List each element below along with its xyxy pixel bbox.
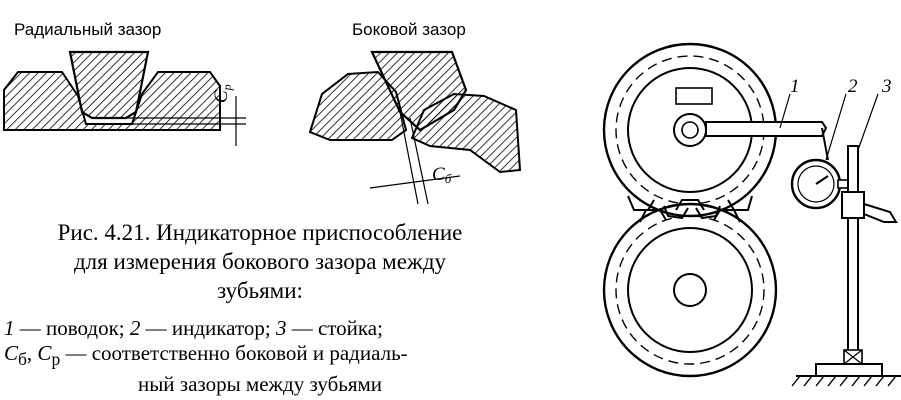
leader-3 (857, 93, 879, 151)
legend-line-3: ный зазоры между зубьями (137, 372, 383, 397)
side-gap-label: Боковой зазор (352, 20, 466, 39)
leader-2 (825, 93, 847, 161)
callout-1: 1 (790, 76, 800, 97)
radial-gap-drawing: Cр (3, 50, 246, 146)
callout-3: 3 (881, 76, 892, 97)
cb-symbol: Cб (432, 164, 452, 186)
radial-upper-tooth (68, 50, 150, 120)
stand (791, 145, 901, 387)
figure-caption: Рис. 4.21. Индикаторное приспособление д… (6, 218, 514, 305)
leader-1 (779, 93, 791, 129)
callout-2: 2 (848, 76, 858, 97)
side-gap-drawing: Cб (308, 50, 522, 205)
figure-legend: 1 — поводок; 2 — индикатор; 3 — стойка; … (4, 316, 516, 397)
caption-line-3: зубьями: (217, 278, 303, 303)
lower-gear (602, 199, 778, 378)
legend-line-2: Cб, Cр — соответственно боковой и радиал… (4, 341, 408, 370)
driver-arm (705, 121, 829, 161)
cp-symbol: Cр (211, 84, 234, 103)
indicator-fixture-drawing: 1 2 3 (602, 42, 901, 387)
caption-line-2: для измерения бокового зазора между (73, 249, 447, 274)
side-dim-line-1 (399, 111, 419, 205)
side-dim-line-2 (409, 117, 429, 205)
dial-indicator (790, 158, 855, 210)
side-dim-arrow (369, 175, 461, 189)
legend-line-1: 1 — поводок; 2 — индикатор; 3 — стойка; (4, 316, 383, 340)
radial-gap-label: Радиальный зазор (14, 20, 162, 39)
caption-line-1: Рис. 4.21. Индикаторное приспособление (57, 220, 463, 245)
